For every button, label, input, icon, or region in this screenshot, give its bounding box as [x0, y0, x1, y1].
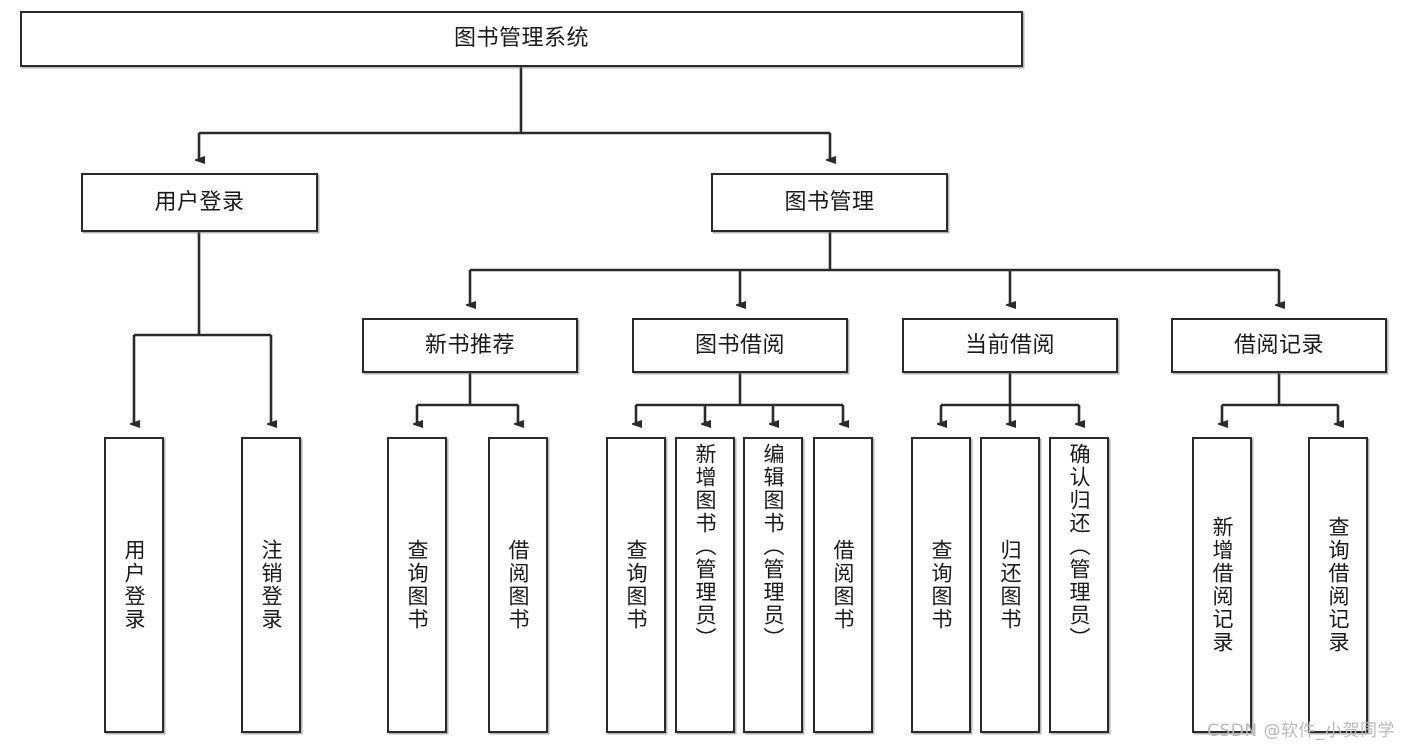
- node-root-book-management-system[interactable]: 图书管理系统: [20, 11, 1023, 67]
- node-new-book-recommend[interactable]: 新书推荐: [362, 318, 578, 373]
- node-label: 借阅图书: [506, 539, 531, 631]
- node-label: 借阅图书: [831, 539, 856, 631]
- leaf-query-book-recommend[interactable]: 查询图书: [387, 437, 447, 733]
- leaf-edit-book-admin[interactable]: 编辑图书（管理员）: [743, 437, 803, 733]
- node-label: 查询借阅记录: [1326, 516, 1351, 654]
- node-label: 图书管理: [784, 189, 875, 215]
- node-label: 新书推荐: [424, 332, 515, 358]
- node-borrow-record[interactable]: 借阅记录: [1171, 318, 1387, 373]
- leaf-add-book-admin[interactable]: 新增图书（管理员）: [675, 437, 735, 733]
- node-user-login[interactable]: 用户登录: [81, 173, 318, 232]
- leaf-confirm-return-admin[interactable]: 确认归还（管理员）: [1049, 437, 1109, 733]
- node-book-management[interactable]: 图书管理: [711, 173, 948, 232]
- node-label: 新增图书（管理员）: [693, 443, 718, 650]
- leaf-return-book[interactable]: 归还图书: [980, 437, 1040, 733]
- leaf-user-login[interactable]: 用户登录: [104, 437, 164, 733]
- leaf-query-book-current[interactable]: 查询图书: [911, 437, 971, 733]
- leaf-query-borrow-record[interactable]: 查询借阅记录: [1308, 437, 1368, 733]
- node-label: 归还图书: [998, 539, 1023, 631]
- watermark: CSDN @软件_小贺同学: [1207, 721, 1395, 741]
- leaf-borrow-book[interactable]: 借阅图书: [813, 437, 873, 733]
- node-label: 用户登录: [154, 189, 245, 215]
- leaf-logout[interactable]: 注销登录: [241, 437, 301, 733]
- node-label: 新增借阅记录: [1210, 516, 1235, 654]
- leaf-add-borrow-record[interactable]: 新增借阅记录: [1192, 437, 1252, 733]
- node-label: 借阅记录: [1233, 332, 1324, 358]
- node-label: 确认归还（管理员）: [1067, 443, 1092, 650]
- node-label: 注销登录: [259, 539, 284, 631]
- node-label: 查询图书: [405, 539, 430, 631]
- node-label: 图书借阅: [694, 332, 785, 358]
- node-label: 查询图书: [624, 539, 649, 631]
- leaf-borrow-book-recommend[interactable]: 借阅图书: [488, 437, 548, 733]
- node-label: 当前借阅: [964, 332, 1055, 358]
- node-label: 编辑图书（管理员）: [761, 443, 786, 650]
- node-label: 用户登录: [122, 539, 147, 631]
- node-label: 图书管理系统: [453, 26, 589, 52]
- leaf-query-book-borrow[interactable]: 查询图书: [606, 437, 666, 733]
- node-book-borrow[interactable]: 图书借阅: [632, 318, 848, 373]
- node-label: 查询图书: [929, 539, 954, 631]
- node-current-borrow[interactable]: 当前借阅: [902, 318, 1118, 373]
